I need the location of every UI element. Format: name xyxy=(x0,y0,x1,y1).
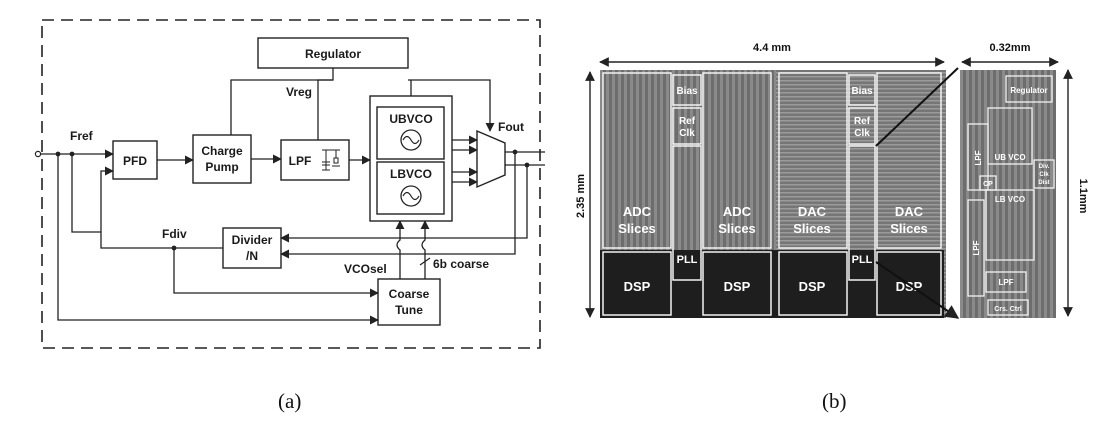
adc-slices-2-line2: Slices xyxy=(718,221,756,236)
pll-div-line3: Dist xyxy=(1038,180,1049,186)
divider-block xyxy=(222,227,282,269)
caption-b: (b) xyxy=(822,389,847,413)
pll-2-label: PLL xyxy=(852,254,873,266)
coarse-bits-label: 6b coarse xyxy=(433,257,489,271)
refclk-2-line1: Ref xyxy=(854,116,871,127)
width-dimension-label: 4.4 mm xyxy=(753,42,791,54)
coarse-tune-block xyxy=(377,278,441,326)
pfd-label: PFD xyxy=(123,154,147,168)
pll-div-line1: Div. xyxy=(1039,164,1050,170)
die-labels: ADC Slices ADC Slices DAC Slices DAC Sli… xyxy=(618,86,928,294)
pll-regulator-label: Regulator xyxy=(1010,86,1047,95)
dashed-boundary xyxy=(41,19,541,349)
fout-label: Fout xyxy=(498,120,524,134)
pll-height-label: 1.1mm xyxy=(1077,179,1089,214)
caption-a: (a) xyxy=(278,389,301,413)
panel-a-block-diagram: Regulator PFD Charge Pump LPF UBVCO LBVC… xyxy=(34,19,545,413)
pll-lpf-bottom-label: LPF xyxy=(998,278,1013,287)
adc-slices-2-line1: ADC xyxy=(723,204,752,219)
pll-div-line2: Clk xyxy=(1039,172,1049,178)
regulator-label: Regulator xyxy=(305,47,361,61)
pll-cp-label: CP xyxy=(983,181,993,188)
signal-wires xyxy=(34,68,545,325)
rc-network-icon xyxy=(322,149,340,171)
pll-width-label: 0.32mm xyxy=(990,42,1031,54)
panel-b-die-photo: 4.4 mm 2.35 mm ADC Slices xyxy=(575,42,1089,413)
divider-label-2: /N xyxy=(246,249,258,263)
pll-1-label: PLL xyxy=(677,254,698,266)
fref-label: Fref xyxy=(70,129,94,143)
adc-slices-1-line1: ADC xyxy=(623,204,652,219)
charge-pump-label-2: Pump xyxy=(205,160,238,174)
charge-pump-label-1: Charge xyxy=(201,144,243,158)
coarse-tune-label-1: Coarse xyxy=(389,287,430,301)
bias-2-label: Bias xyxy=(851,86,873,97)
pll-ubvco-label: UB VCO xyxy=(994,153,1025,162)
ubvco-sine-icon xyxy=(402,135,420,145)
vcosel-label: VCOsel xyxy=(344,262,387,276)
dsp-1-label: DSP xyxy=(624,279,651,294)
die-outlines xyxy=(602,72,942,316)
bias-1-label: Bias xyxy=(676,86,698,97)
divider-label-1: Divider xyxy=(232,233,273,247)
pll-zoom-photo xyxy=(960,70,1056,318)
dsp-strip xyxy=(600,250,944,318)
regulator-block xyxy=(257,37,409,69)
dsp-2-label: DSP xyxy=(724,279,751,294)
ubvco-label: UBVCO xyxy=(389,112,432,126)
pll-crs-ctrl-label: Crs. Ctrl xyxy=(994,306,1022,313)
pll-lpf-left-label: LPF xyxy=(972,240,981,255)
dac-slices-1-line1: DAC xyxy=(798,204,827,219)
fdiv-label: Fdiv xyxy=(162,227,187,241)
lbvco-sine-icon xyxy=(402,191,420,201)
coarse-tune-label-2: Tune xyxy=(395,303,423,317)
dsp-3-label: DSP xyxy=(799,279,826,294)
dac-slices-2-line1: DAC xyxy=(895,204,924,219)
adc-slices-1-line2: Slices xyxy=(618,221,656,236)
zoom-line-top xyxy=(875,67,959,147)
pll-lbvco-label: LB VCO xyxy=(995,195,1025,204)
lbvco-label: LBVCO xyxy=(390,167,432,181)
charge-pump-block xyxy=(192,134,252,184)
refclk-2-line2: Clk xyxy=(854,128,870,139)
zoom-line-bottom xyxy=(875,261,960,319)
pll-zoom-labels: Regulator LPF UB VCO Div. Clk Dist CP LB… xyxy=(972,86,1050,313)
vreg-label: Vreg xyxy=(286,85,312,99)
refclk-1-line2: Clk xyxy=(679,128,695,139)
lpf-label: LPF xyxy=(289,154,312,168)
dac-slices-1-line2: Slices xyxy=(793,221,831,236)
height-dimension-label: 2.35 mm xyxy=(575,174,587,218)
output-mux xyxy=(476,129,506,189)
pll-lpf-top-label: LPF xyxy=(974,150,983,165)
pfd-block xyxy=(112,140,158,180)
dac-slices-2-line2: Slices xyxy=(890,221,928,236)
pll-zoom-outlines xyxy=(967,75,1055,316)
refclk-1-line1: Ref xyxy=(679,116,696,127)
